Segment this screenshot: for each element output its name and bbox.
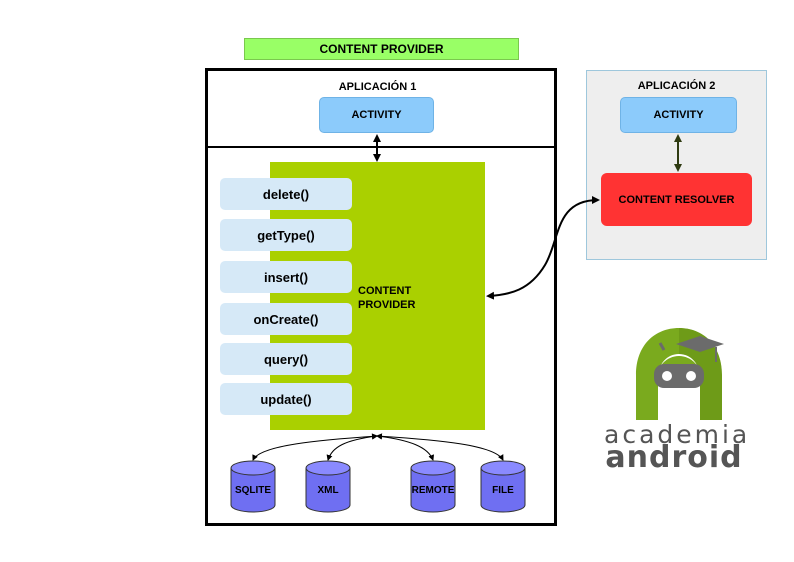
arrow-resolver-provider (486, 196, 600, 300)
application-1-divider (205, 146, 557, 148)
application-1-title: APLICACIÓN 1 (338, 81, 417, 93)
logo-text-academia: academia (604, 420, 751, 449)
link-provider-file (376, 433, 504, 461)
database-remote-icon (410, 460, 456, 513)
logo-text-android: android (605, 440, 743, 475)
database-sqlite-label: SQLITE (234, 485, 272, 496)
database-xml-icon (305, 460, 351, 513)
method-update: update() (220, 383, 352, 415)
link-provider-xml (326, 433, 378, 461)
database-sqlite-icon (230, 460, 276, 513)
method-gettype: getType() (220, 219, 352, 251)
database-file-icon (480, 460, 526, 513)
academia-android-logo-icon (636, 328, 724, 420)
database-xml-label: XML (317, 485, 339, 496)
database-file-label: FILE (492, 485, 514, 496)
content-provider-label: CONTENT PROVIDER (358, 285, 416, 311)
diagram-title: CONTENT PROVIDER (244, 38, 519, 60)
method-query: query() (220, 343, 352, 375)
database-remote-label: REMOTE (411, 485, 455, 496)
method-delete: delete() (220, 178, 352, 210)
method-insert: insert() (220, 261, 352, 293)
application-1-activity: ACTIVITY (319, 97, 434, 133)
application-2-activity: ACTIVITY (620, 97, 737, 133)
application-2-title: APLICACIÓN 2 (637, 80, 716, 92)
content-resolver: CONTENT RESOLVER (601, 173, 752, 226)
method-oncreate: onCreate() (220, 303, 352, 335)
